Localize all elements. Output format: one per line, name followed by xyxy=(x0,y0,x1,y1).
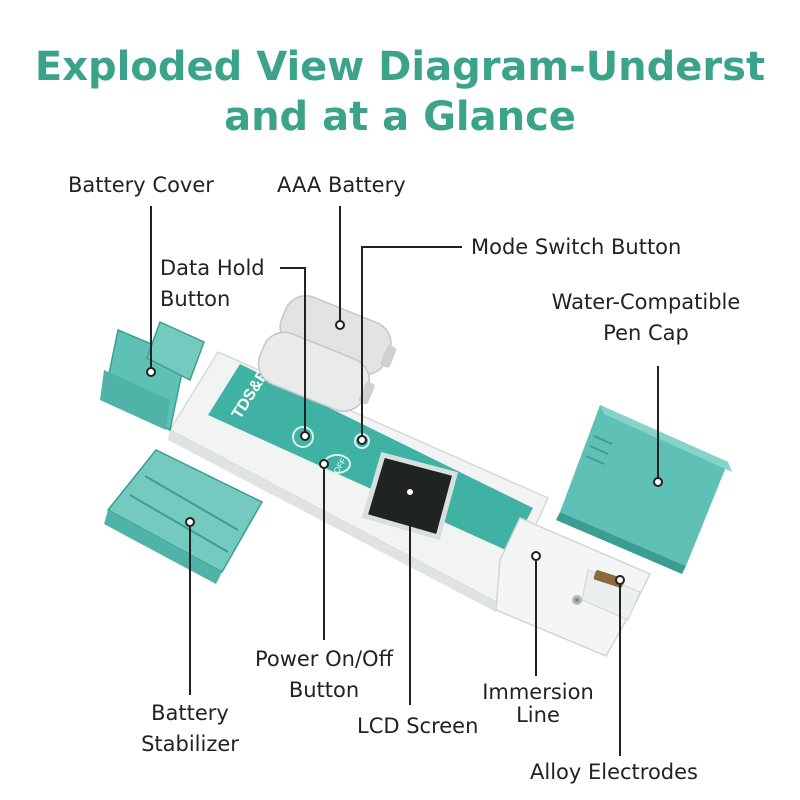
label-immersion-line-1: Immersion xyxy=(482,680,594,704)
label-mode-switch: Mode Switch Button xyxy=(471,235,682,259)
label-battery-cover: Battery Cover xyxy=(68,173,214,197)
label-pen-cap-line-1: Water-Compatible xyxy=(551,290,741,314)
label-data-hold-line-2: Button xyxy=(160,287,231,311)
data-hold-button[interactable] xyxy=(292,426,314,448)
label-pen-cap-line-2: Pen Cap xyxy=(603,321,689,345)
callout-dots xyxy=(146,320,663,585)
battery-cover xyxy=(100,320,205,432)
diagram-title-line-1: Exploded View Diagram-Underst xyxy=(34,44,766,90)
label-stabilizer-line-1: Battery xyxy=(151,701,229,725)
pen-cap xyxy=(556,405,732,574)
label-aaa-battery: AAA Battery xyxy=(277,173,406,197)
callout-lines xyxy=(150,206,659,756)
pen-face-panel xyxy=(208,364,533,552)
label-alloy-electrodes: Alloy Electrodes xyxy=(530,760,698,784)
label-power-line-1: Power On/Off xyxy=(254,647,394,671)
battery-stabilizer xyxy=(104,449,264,584)
pen-body: TDS&EC OFF xyxy=(168,351,549,612)
label-stabilizer-line-2: Stabilizer xyxy=(141,732,239,756)
label-lcd-screen: LCD Screen xyxy=(357,714,479,738)
diagram-title-line-2: and at a Glance xyxy=(224,94,576,140)
label-data-hold-line-1: Data Hold xyxy=(160,256,265,280)
label-immersion-line-2: Line xyxy=(516,703,560,727)
label-power-line-2: Button xyxy=(288,678,360,702)
